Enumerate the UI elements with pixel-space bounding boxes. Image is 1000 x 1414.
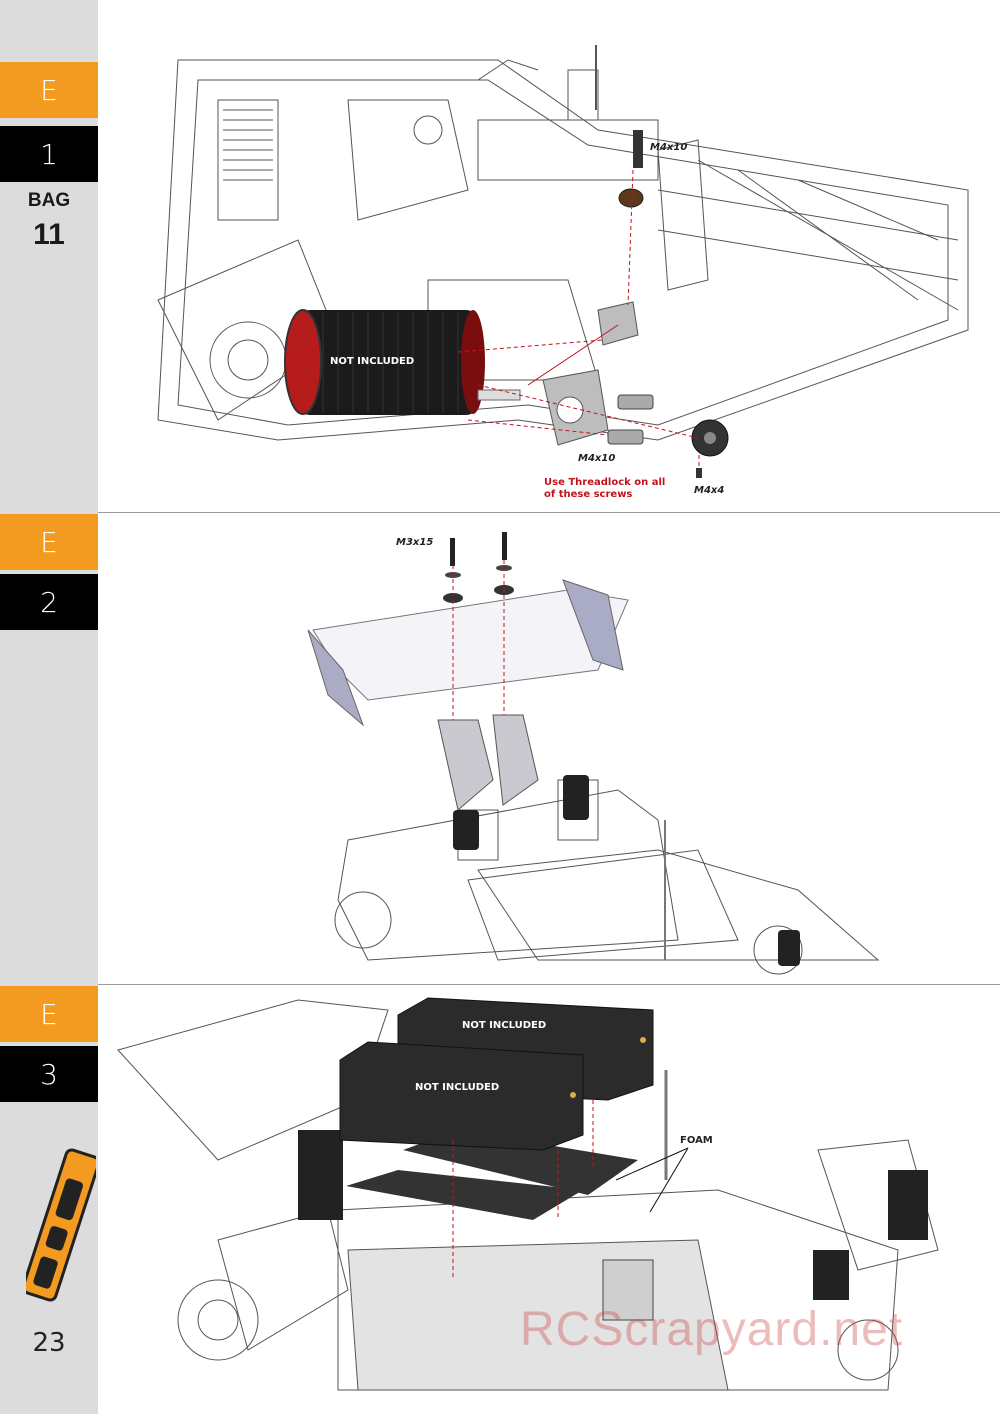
battery-front-not-included-label: NOT INCLUDED	[415, 1082, 500, 1093]
step-1-section-tab: E	[0, 62, 98, 118]
foam-label: FOAM	[680, 1135, 713, 1146]
screw-m3x15-label: M3x15	[396, 537, 434, 548]
bag-number: 11	[33, 218, 65, 251]
screw-m4x4-label: M4x4	[694, 485, 725, 496]
screw-m4x10-top-label: M4x10	[650, 142, 688, 153]
threadlock-note: Use Threadlock on all of these screws	[544, 477, 665, 501]
step-3-number-tab: 3	[0, 1046, 98, 1102]
motor-not-included-label: NOT INCLUDED	[330, 356, 415, 367]
threadlock-note-line2: of these screws	[544, 489, 633, 500]
section-divider	[98, 984, 1000, 985]
bag-label: BAG	[27, 190, 71, 211]
screw-m4x10-label: M4x10	[578, 453, 616, 464]
step-3-illustration: NOT INCLUDED NOT INCLUDED FOAM	[98, 990, 1000, 1410]
step-1-number-tab: 1	[0, 126, 98, 182]
step-2-number-tab: 2	[0, 574, 98, 630]
watermark: RCScrapyard.net	[520, 1303, 904, 1356]
battery-back-not-included-label: NOT INCLUDED	[462, 1020, 547, 1031]
section-divider	[98, 512, 1000, 513]
threadlock-note-line1: Use Threadlock on all	[544, 477, 666, 488]
step-2-illustration: M3x15	[98, 520, 1000, 980]
model-logo	[26, 1148, 96, 1302]
step-3-section-tab: E	[0, 986, 98, 1042]
page-number: 23	[32, 1328, 66, 1358]
step-1-illustration: NOT INCLUDED M4x10 M4x10 M4x4 Use Thread…	[98, 40, 1000, 510]
step-2-section-tab: E	[0, 514, 98, 570]
